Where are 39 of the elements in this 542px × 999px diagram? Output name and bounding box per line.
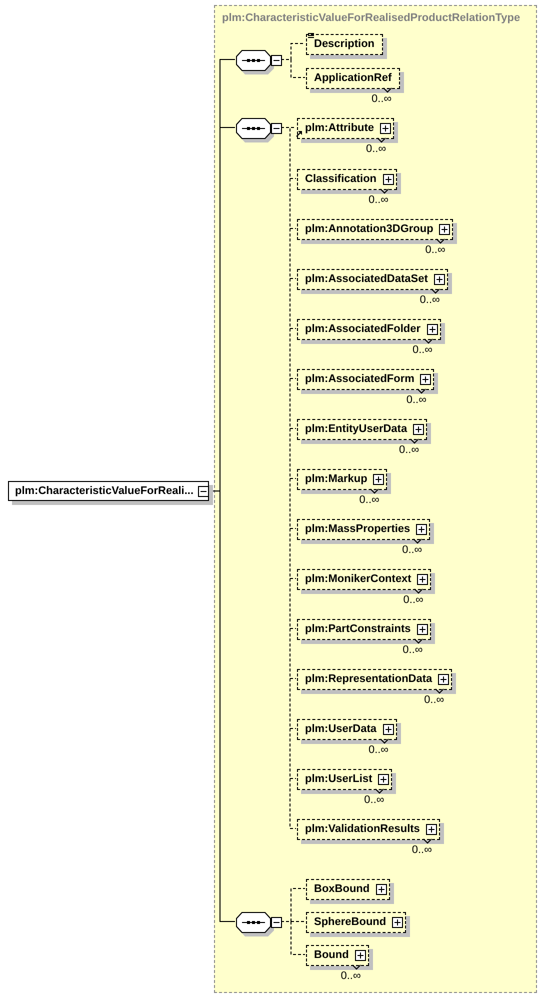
occurrence-range: 0..∞ (366, 143, 386, 155)
element-name: plm:Attribute (305, 121, 374, 136)
element-name: Description (314, 37, 375, 52)
element-name: plm:RepresentationData (305, 672, 432, 688)
occurrence-range: 0..∞ (368, 744, 389, 756)
element-name: SphereBound (314, 915, 386, 930)
element-name: plm:EntityUserData (305, 422, 408, 438)
element-name: plm:ValidationResults (305, 822, 420, 838)
occurrence-range: 0..∞ (364, 794, 384, 806)
element-name: plm:AssociatedFolder (305, 322, 421, 338)
element-name: plm:Markup (305, 472, 368, 488)
occurrence-range: 0..∞ (403, 594, 424, 606)
type-name: plm:CharacteristicValueForRealisedProductRelationType (222, 12, 520, 25)
element-name: Classification (305, 172, 377, 188)
occurrence-range: 0..∞ (425, 244, 446, 256)
element-name: plm:UserData (305, 722, 377, 738)
occurrence-range: 0..∞ (368, 194, 389, 206)
occurrence-range: 0..∞ (402, 644, 423, 656)
element-name: ApplicationRef (314, 71, 392, 86)
occurrence-range: 0..∞ (359, 494, 380, 506)
occurrence-range: 0..∞ (372, 93, 392, 105)
element-name: plm:AssociatedDataSet (305, 272, 428, 288)
occurrence-range: 0..∞ (420, 294, 440, 306)
element-name: plm:UserList (305, 772, 372, 788)
element-name: plm:PartConstraints (305, 622, 411, 638)
element-name: plm:AssociatedForm (305, 372, 414, 388)
element-name: plm:CharacteristicValueForReali... (15, 484, 194, 499)
occurrence-range: 0..∞ (412, 344, 433, 356)
occurrence-range: 0..∞ (402, 544, 422, 556)
element-name: plm:MonikerContext (305, 572, 412, 588)
element-name: plm:Annotation3DGroup (305, 222, 434, 238)
occurrence-range: 0..∞ (412, 844, 432, 856)
occurrence-range: 0..∞ (424, 694, 444, 706)
occurrence-range: 0..∞ (340, 970, 361, 982)
occurrence-range: 0..∞ (406, 394, 426, 406)
element-name: Bound (314, 948, 349, 964)
occurrence-range: 0..∞ (399, 444, 420, 456)
element-name: plm:MassProperties (305, 522, 410, 538)
element-name: BoxBound (314, 882, 370, 898)
